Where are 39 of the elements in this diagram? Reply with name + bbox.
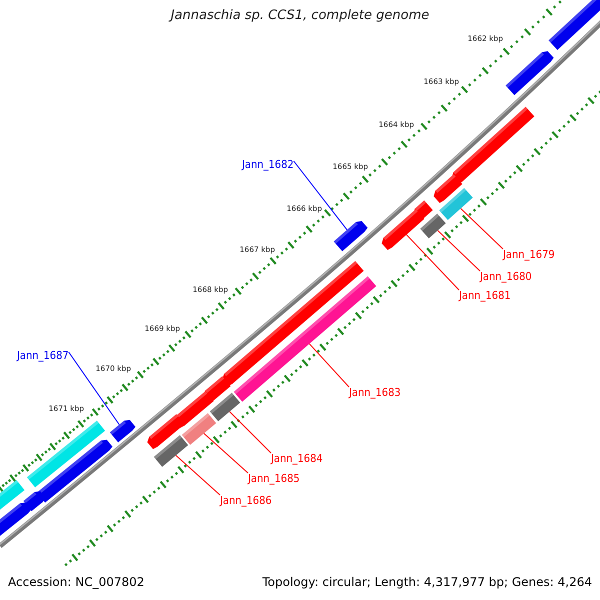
gene-block	[382, 209, 424, 250]
leader-line	[203, 432, 248, 474]
gene-block	[439, 188, 473, 220]
gene-block	[210, 392, 240, 422]
accession-text: Accession: NC_007802	[8, 576, 144, 588]
gene-block	[26, 420, 106, 488]
gene-block	[434, 174, 462, 203]
gene-block	[182, 413, 216, 445]
gene-label: Jann_1680	[480, 271, 532, 282]
gene-label: Jann_1682	[242, 159, 294, 170]
gene-label: Jann_1684	[271, 453, 323, 464]
gene-label: Jann_1683	[349, 387, 401, 398]
leader-line	[460, 208, 504, 250]
gene-block	[36, 440, 112, 503]
leader-line	[229, 411, 272, 454]
gene-label: Jann_1686	[220, 495, 272, 506]
gene-label: Jann_1681	[459, 290, 511, 301]
gene-label: Jann_1687	[17, 350, 69, 361]
genome-info-text: Topology: circular; Length: 4,317,977 bp; Genes: 4,264	[262, 576, 592, 588]
gene-block	[154, 435, 188, 467]
gene-block	[0, 480, 25, 510]
leader-line	[175, 454, 220, 496]
leader-line	[308, 343, 350, 388]
diagram-title: Jannaschia sp. CCS1, complete genome	[168, 9, 430, 22]
gene-block	[548, 0, 600, 50]
gene-block	[0, 502, 32, 536]
gene-block	[334, 221, 368, 252]
gene-label: Jann_1685	[248, 473, 300, 484]
leader-line	[68, 352, 120, 426]
gene-block	[23, 491, 46, 512]
gene-block	[452, 106, 534, 185]
gene-block	[506, 51, 554, 96]
leader-line	[406, 234, 460, 290]
leader-line	[293, 160, 348, 230]
leader-line	[437, 230, 480, 272]
gene-label: Jann_1679	[503, 249, 555, 260]
gene-block	[174, 391, 214, 428]
gene-block	[420, 214, 446, 238]
gene-block	[110, 420, 136, 442]
